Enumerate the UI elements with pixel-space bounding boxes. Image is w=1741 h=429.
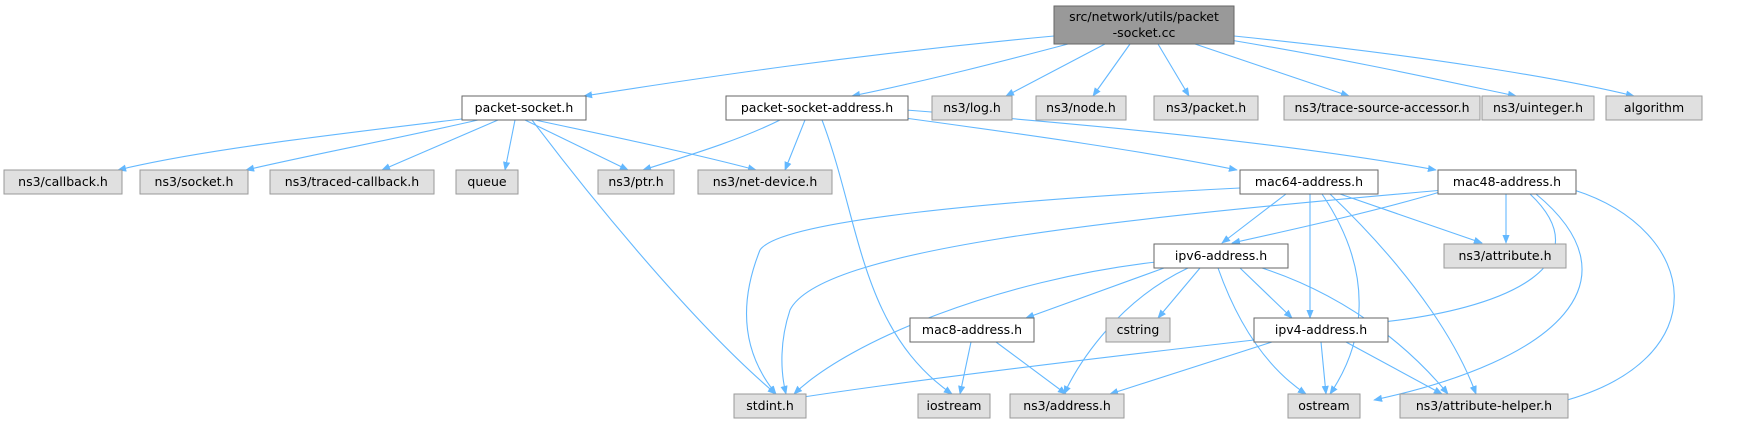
node-label: ns3/callback.h [18,174,108,189]
edge-psa-net-device [784,119,806,171]
node-queue: queue [455,169,519,195]
node-cstring: cstring [1105,317,1171,343]
edge-root-ns3-log-h [1005,43,1106,97]
node-label: ns3/attribute-helper.h [1416,398,1552,413]
node-packet-socket-address-h[interactable]: packet-socket-address.h [725,95,909,121]
node-label: iostream [927,398,982,413]
edge-root-packet-socket-address-h [851,43,1069,98]
node-label: stdint.h [746,398,794,413]
edge-mac64-ipv6 [1221,193,1287,244]
node-ostream: ostream [1287,393,1361,419]
edge-ps-queue [503,119,516,171]
node-label: ostream [1298,398,1349,413]
edge-ipv6-stdint [793,261,1157,395]
edge-ps-callback [117,117,471,172]
node-label: ns3/log.h [943,100,1001,115]
node-label: ns3/traced-callback.h [285,174,419,189]
edge-mac64-attribute [1339,193,1483,244]
edge-ps-net-device [534,119,757,172]
edge-ipv4-stdint [796,339,1255,401]
edge-root-algorithm [1233,35,1635,98]
edge-mac48-attribute-helper [1559,189,1675,404]
node-ns3-packet-h: ns3/packet.h [1153,95,1259,121]
edge-root-ns3-uinteger-h [1229,39,1517,98]
edge-mac48-ostream [1373,193,1583,402]
node-mac64-address-h[interactable]: mac64-address.h [1239,169,1379,195]
node-stdint-h: stdint.h [733,393,807,419]
edge-mac8-iostream [958,341,972,395]
edge-mac64-stdint [746,187,1241,395]
node-ns3-trace-source-accessor-h: ns3/trace-source-accessor.h [1283,95,1481,121]
node-packet-socket-h[interactable]: packet-socket.h [461,95,587,121]
node-label: algorithm [1624,100,1684,115]
node-ns3-attribute-helper-h: ns3/attribute-helper.h [1399,393,1569,419]
node-ipv4-address-h[interactable]: ipv4-address.h [1253,317,1389,343]
root-node-label-line1: src/network/utils/packet [1069,9,1219,24]
node-label: ipv4-address.h [1275,322,1367,337]
node-algorithm: algorithm [1605,95,1703,121]
node-label: ns3/uinteger.h [1493,100,1583,115]
edge-root-ns3-packet-h [1157,43,1190,97]
edge-mac64-ostream [1321,193,1360,395]
node-mac8-address-h[interactable]: mac8-address.h [909,317,1035,343]
node-label: ipv6-address.h [1175,248,1267,263]
node-ipv6-address-h[interactable]: ipv6-address.h [1153,243,1289,269]
node-ns3-callback-h: ns3/callback.h [3,169,123,195]
node-ns3-ptr-h: ns3/ptr.h [597,169,675,195]
node-label: ns3/address.h [1023,398,1111,413]
node-label: mac8-address.h [922,322,1022,337]
node-label: mac48-address.h [1453,174,1561,189]
edge-ipv6-ostream [1217,267,1307,395]
node-label: queue [467,174,506,189]
node-label: packet-socket.h [475,100,574,115]
edge-root-trace-source-accessor-h [1194,43,1350,97]
node-ns3-uinteger-h: ns3/uinteger.h [1481,95,1595,121]
edge-root-packet-socket-h [583,35,1055,99]
node-ns3-net-device-h: ns3/net-device.h [697,169,833,195]
edge-ipv6-mac8 [1025,267,1165,319]
node-label: ns3/trace-source-accessor.h [1294,100,1469,115]
edge-mac48-ipv4 [1363,193,1556,327]
edge-ipv4-attribute-helper [1345,341,1443,395]
edge-psa-ptr [642,119,781,171]
edge-ps-socket [245,119,479,172]
edge-mac48-stdint [780,189,1445,395]
node-label: cstring [1117,322,1160,337]
node-ns3-address-h: ns3/address.h [1009,393,1125,419]
edge-mac64-attribute-helper [1329,193,1477,395]
node-label: ns3/packet.h [1166,100,1246,115]
node-label: ns3/node.h [1046,100,1116,115]
edge-ps-ptr [524,119,629,171]
node-label: ns3/attribute.h [1458,248,1551,263]
node-ns3-socket-h: ns3/socket.h [139,169,249,195]
edge-psa-mac64 [889,115,1238,172]
node-ns3-attribute-h: ns3/attribute.h [1443,243,1567,269]
edge-ipv6-ipv4 [1239,267,1293,319]
node-label: packet-socket-address.h [741,100,893,115]
edge-ipv4-address [1109,341,1273,395]
node-ns3-log-h: ns3/log.h [931,95,1013,121]
node-label: ns3/net-device.h [713,174,818,189]
node-label: ns3/ptr.h [608,174,663,189]
node-label: mac64-address.h [1255,174,1363,189]
edge-ipv6-cstring [1157,267,1201,319]
node-mac48-address-h[interactable]: mac48-address.h [1437,169,1577,195]
node-iostream: iostream [917,393,991,419]
edge-mac48-ipv6 [1231,191,1441,245]
edge-ps-stdint [531,119,777,395]
edge-mac8-address [995,341,1067,395]
root-node-label-line2: -socket.cc [1113,25,1176,40]
edge-ipv4-ostream [1320,341,1329,395]
node-ns3-node-h: ns3/node.h [1035,95,1127,121]
edge-ps-traced-callback [381,119,499,171]
dependency-edges [117,35,1675,404]
edge-psa-address [821,119,953,395]
node-label: ns3/socket.h [155,174,234,189]
root-node[interactable]: src/network/utils/packet -socket.cc [1053,5,1235,45]
edge-root-ns3-node-h [1092,43,1131,97]
node-ns3-traced-callback-h: ns3/traced-callback.h [269,169,435,195]
